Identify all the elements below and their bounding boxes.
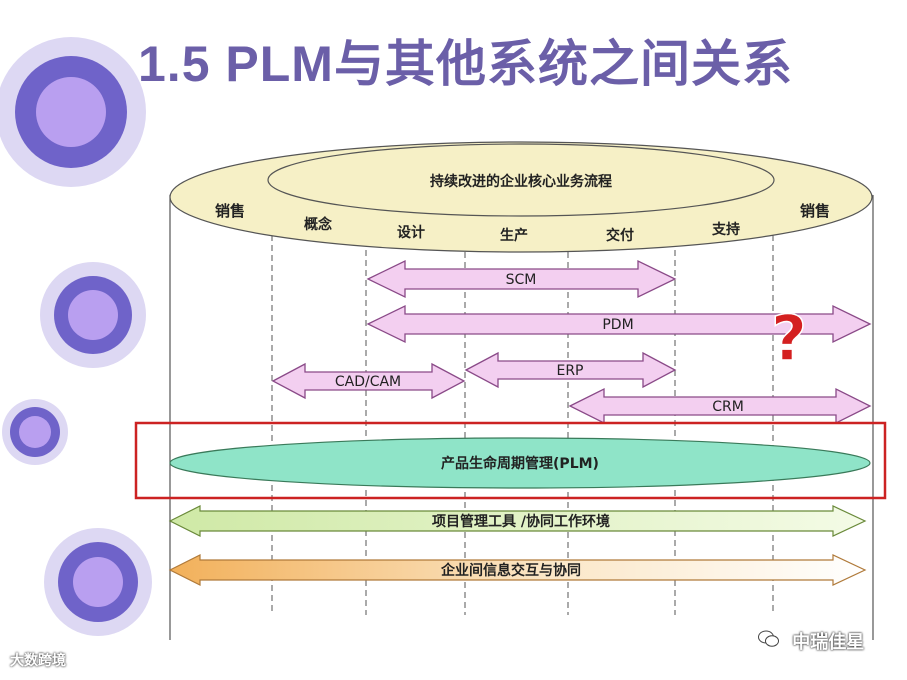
- pdm-arrow: [366, 304, 872, 344]
- erp-arrow: [464, 351, 677, 389]
- stage-sales-right: 销售: [800, 202, 830, 220]
- stage-concept: 概念: [304, 216, 333, 233]
- cadcam-label: CAD/CAM: [335, 374, 401, 390]
- project-tools-bar: [168, 505, 867, 537]
- cadcam-arrow: [271, 362, 466, 400]
- decorative-circle-4-core: [73, 557, 123, 607]
- stage-production: 生产: [500, 227, 528, 244]
- watermark-left-text: 大数跨境: [10, 653, 66, 669]
- scm-arrow: [366, 259, 677, 299]
- watermark-right: 中瑞佳星: [758, 628, 864, 654]
- core-process-label: 持续改进的企业核心业务流程: [430, 173, 612, 190]
- erp-label: ERP: [556, 363, 583, 379]
- decorative-circle-3-core: [19, 416, 51, 448]
- stage-support: 支持: [711, 221, 740, 238]
- stage-delivery: 交付: [606, 227, 634, 244]
- slide-title: 1.5 PLM与其他系统之间关系: [138, 36, 793, 92]
- pdm-label: PDM: [602, 317, 633, 333]
- plm-label: 产品生命周期管理(PLM): [441, 455, 599, 472]
- watermark-left: 大数跨境: [10, 650, 66, 670]
- decorative-circle-1-core: [36, 77, 106, 147]
- wechat-icon: [758, 630, 786, 653]
- stage-sales-left: 销售: [215, 202, 245, 220]
- interenterprise-label: 企业间信息交互与协同: [440, 562, 581, 579]
- plm-highlight-box: [134, 421, 887, 500]
- crm-label: CRM: [712, 399, 744, 415]
- interenterprise-bar: [168, 554, 867, 586]
- project-tools-label: 项目管理工具 /协同工作环境: [432, 513, 610, 530]
- watermark-right-text: 中瑞佳星: [792, 632, 865, 653]
- inner-process-ellipse: [267, 143, 775, 217]
- stage-design: 设计: [397, 224, 425, 241]
- plm-ellipse: [169, 437, 871, 489]
- scm-label: SCM: [506, 272, 537, 288]
- decorative-circle-2-core: [68, 290, 118, 340]
- crm-arrow: [568, 387, 872, 425]
- question-mark: ?: [771, 302, 807, 375]
